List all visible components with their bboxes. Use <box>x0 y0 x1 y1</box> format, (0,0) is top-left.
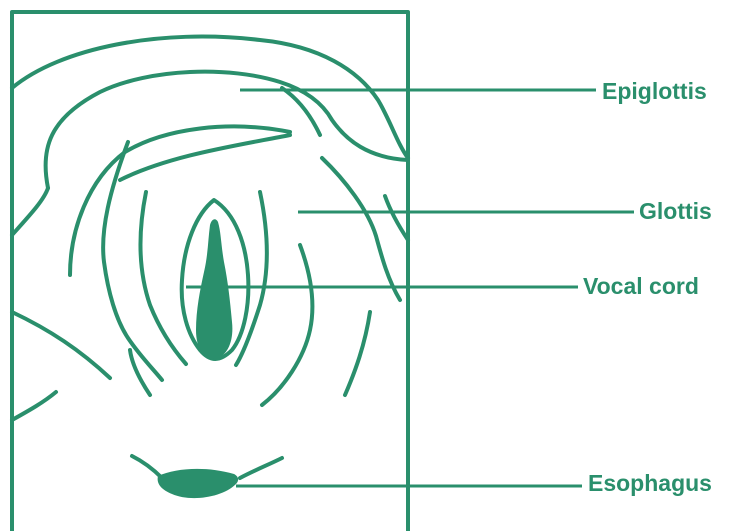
vocal-cord-label: Vocal cord <box>583 272 699 300</box>
epiglottis-left-edge <box>12 188 48 235</box>
left-fold-outer <box>103 142 162 380</box>
right-cuneiform <box>385 196 408 240</box>
lower-left-fold <box>12 312 110 378</box>
glottis-label: Glottis <box>639 197 712 225</box>
esophagus-right-arm <box>240 458 282 478</box>
right-fold-long <box>262 245 312 405</box>
vocal-cord-opening <box>196 219 232 358</box>
esophagus-shape <box>158 469 239 498</box>
esophagus-label: Esophagus <box>588 469 712 497</box>
right-fold-outer <box>322 158 400 300</box>
epiglottis-curve <box>282 88 320 135</box>
epiglottis-label: Epiglottis <box>602 77 707 105</box>
left-fold-middle <box>140 192 186 364</box>
esophagus-left-arm <box>132 456 162 478</box>
lower-left-curve <box>12 392 56 420</box>
lower-right-fold <box>345 312 370 395</box>
